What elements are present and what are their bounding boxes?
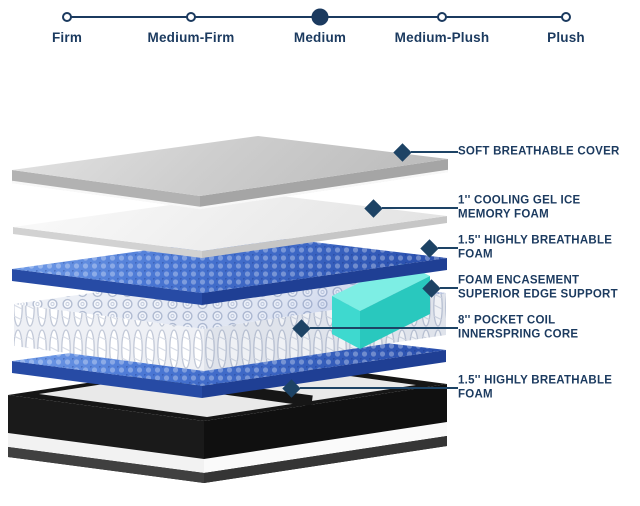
callout-label: 8'' POCKET COIL INNERSPRING CORE: [458, 314, 579, 341]
coil-front-left: [14, 304, 204, 371]
callout-label: SOFT BREATHABLE COVER: [458, 145, 620, 158]
layer-cooling-gel-memory-foam: [13, 193, 447, 258]
cover-top-face: [12, 136, 448, 196]
encasement-front-right: [360, 276, 430, 349]
cover-piping: [11, 169, 449, 210]
base-bottom-right: [204, 436, 447, 483]
foam-bottom-front-left: [12, 361, 202, 398]
leader-line: [382, 207, 458, 209]
scale-dot[interactable]: [437, 12, 447, 22]
scale-dot[interactable]: [561, 12, 571, 22]
cover-front-right: [200, 159, 448, 209]
leader-line: [300, 387, 458, 389]
gel-top-face: [13, 193, 447, 251]
scale-label: Firm: [51, 30, 83, 45]
base-band-left: [8, 433, 204, 473]
foam-bottom-front-right: [202, 350, 446, 398]
scale-dot[interactable]: [62, 12, 72, 22]
base-band-right: [204, 422, 447, 473]
cover-front-left: [12, 170, 200, 209]
gel-front-left: [13, 227, 202, 258]
callout-label: 1.5'' HIGHLY BREATHABLE FOAM: [458, 374, 613, 401]
layer-soft-breathable-cover: [11, 136, 449, 210]
scale-dot[interactable]: [186, 12, 196, 22]
layer-breathable-foam-top: [12, 235, 447, 305]
scale-label: Plush: [547, 30, 585, 45]
leader-line: [310, 327, 458, 329]
leader-line: [440, 287, 458, 289]
encasement-front-left: [332, 296, 360, 349]
foam-top-front-left: [12, 269, 202, 305]
callout-label: 1.5'' HIGHLY BREATHABLE FOAM: [458, 234, 613, 261]
foam-top-front-right: [202, 258, 447, 305]
firmness-scale: Firm Medium-Firm Medium Medium-Plush Plu…: [0, 0, 640, 62]
scale-label: Medium-Firm: [147, 30, 235, 45]
callout-label: FOAM ENCASEMENT SUPERIOR EDGE SUPPORT: [458, 274, 618, 301]
scale-label: Medium-Plush: [394, 30, 490, 45]
scale-label: Medium: [293, 30, 347, 45]
leader-line: [438, 247, 458, 249]
leader-line: [411, 151, 458, 153]
mattress-exploded-diagram: [8, 136, 449, 483]
scale-dot[interactable]: [311, 8, 329, 26]
gel-front-right: [202, 216, 447, 258]
callout-label: 1'' COOLING GEL ICE MEMORY FOAM: [458, 194, 581, 221]
base-bottom-left: [8, 447, 204, 483]
